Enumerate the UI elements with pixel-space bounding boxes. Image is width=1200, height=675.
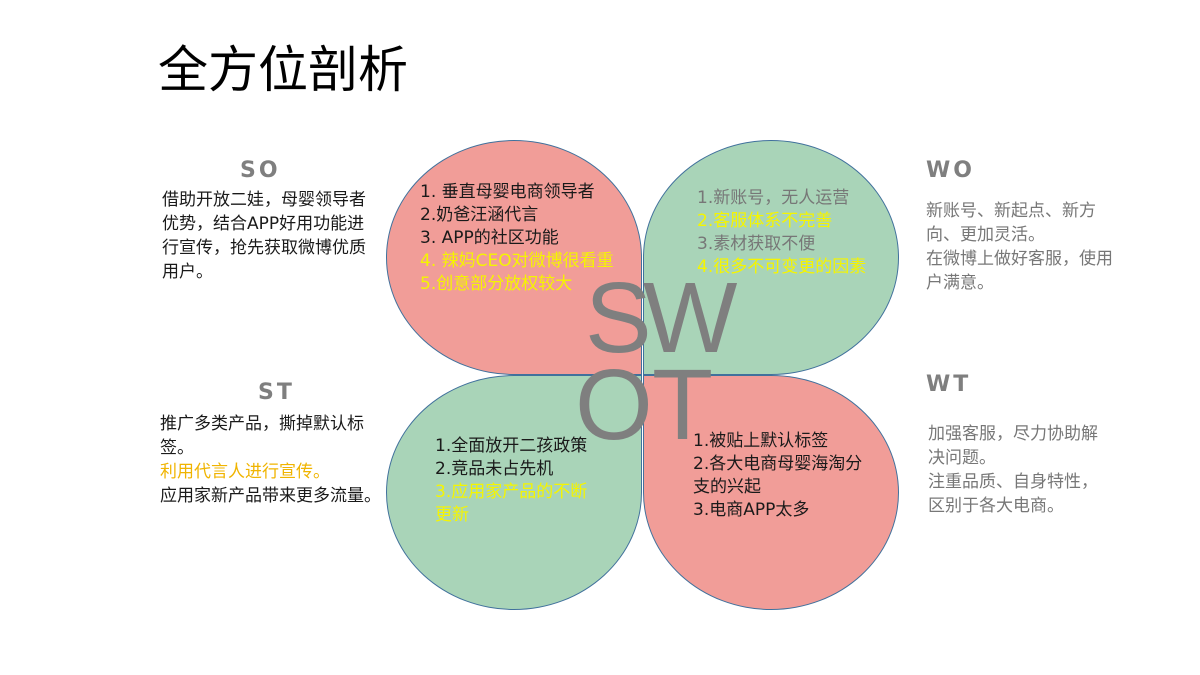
so-heading: SO xyxy=(240,158,281,183)
list-item: 3. APP的社区功能 xyxy=(420,228,559,248)
opportunities-list: 1.全面放开二孩政策 2.竞品未占先机 3.应用家产品的不断更新 xyxy=(435,435,595,527)
wt-heading: WT xyxy=(926,372,972,397)
list-item: 加强客服，尽力协助解决问题。 xyxy=(928,424,1098,468)
list-item: 2.奶爸汪涵代言 xyxy=(420,205,539,225)
list-item: 1.全面放开二孩政策 xyxy=(435,436,588,456)
list-item: 3.应用家产品的不断更新 xyxy=(435,482,588,525)
st-text: 推广多类产品，撕掉默认标签。利用代言人进行宣传。应用家新产品带来更多流量。 xyxy=(160,412,392,508)
strengths-petal xyxy=(386,140,642,375)
letter-w: W xyxy=(643,262,738,374)
list-item: 在微博上做好客服，使用户满意。 xyxy=(926,249,1113,293)
list-item: 借助开放二娃，母婴领导者优势，结合APP好用功能进行宣传，抢先获取微博优质用户。 xyxy=(162,190,366,282)
list-item: 2.各大电商母婴海淘分支的兴起 xyxy=(693,454,863,497)
page-title: 全方位剖析 xyxy=(158,41,408,99)
list-item: 2.竞品未占先机 xyxy=(435,459,554,479)
list-item: 3.素材获取不便 xyxy=(697,234,816,254)
threats-petal xyxy=(643,375,899,610)
list-item: 推广多类产品，撕掉默认标签。 xyxy=(160,414,364,458)
weaknesses-list: 1.新账号，无人运营 2.客服体系不完善 3.素材获取不便 4.很多不可变更的因素 xyxy=(697,187,877,279)
list-item: 注重品质、自身特性，区别于各大电商。 xyxy=(928,472,1098,516)
list-item: 4. 辣妈CEO对微博很看重 xyxy=(420,251,614,271)
list-item: 1. 垂直母婴电商领导者 xyxy=(420,182,595,202)
list-item: 5.创意部分放权较大 xyxy=(420,274,573,294)
wo-text: 新账号、新起点、新方向、更加灵活。在微博上做好客服，使用户满意。 xyxy=(926,199,1116,295)
wt-text: 加强客服，尽力协助解决问题。注重品质、自身特性，区别于各大电商。 xyxy=(928,422,1100,518)
opportunities-petal xyxy=(386,375,642,610)
list-item: 1.被贴上默认标签 xyxy=(693,431,829,451)
list-item: 利用代言人进行宣传。 xyxy=(160,462,330,482)
list-item: 2.客服体系不完善 xyxy=(697,211,833,231)
list-item: 新账号、新起点、新方向、更加灵活。 xyxy=(926,201,1096,245)
strengths-list: 1. 垂直母婴电商领导者 2.奶爸汪涵代言 3. APP的社区功能 4. 辣妈CEO对… xyxy=(420,181,635,296)
letter-s: S xyxy=(585,262,652,374)
st-heading: ST xyxy=(258,380,295,405)
threats-list: 1.被贴上默认标签 2.各大电商母婴海淘分支的兴起 3.电商APP太多 xyxy=(693,430,863,522)
list-item: 应用家新产品带来更多流量。 xyxy=(160,486,381,506)
letter-t: T xyxy=(652,349,714,461)
so-text: 借助开放二娃，母婴领导者优势，结合APP好用功能进行宣传，抢先获取微博优质用户。 xyxy=(162,188,377,284)
list-item: 1.新账号，无人运营 xyxy=(697,188,850,208)
list-item: 3.电商APP太多 xyxy=(693,500,810,520)
wo-heading: WO xyxy=(926,158,975,183)
list-item: 4.很多不可变更的因素 xyxy=(697,257,867,277)
letter-o: O xyxy=(575,349,653,461)
weaknesses-petal xyxy=(643,140,899,375)
